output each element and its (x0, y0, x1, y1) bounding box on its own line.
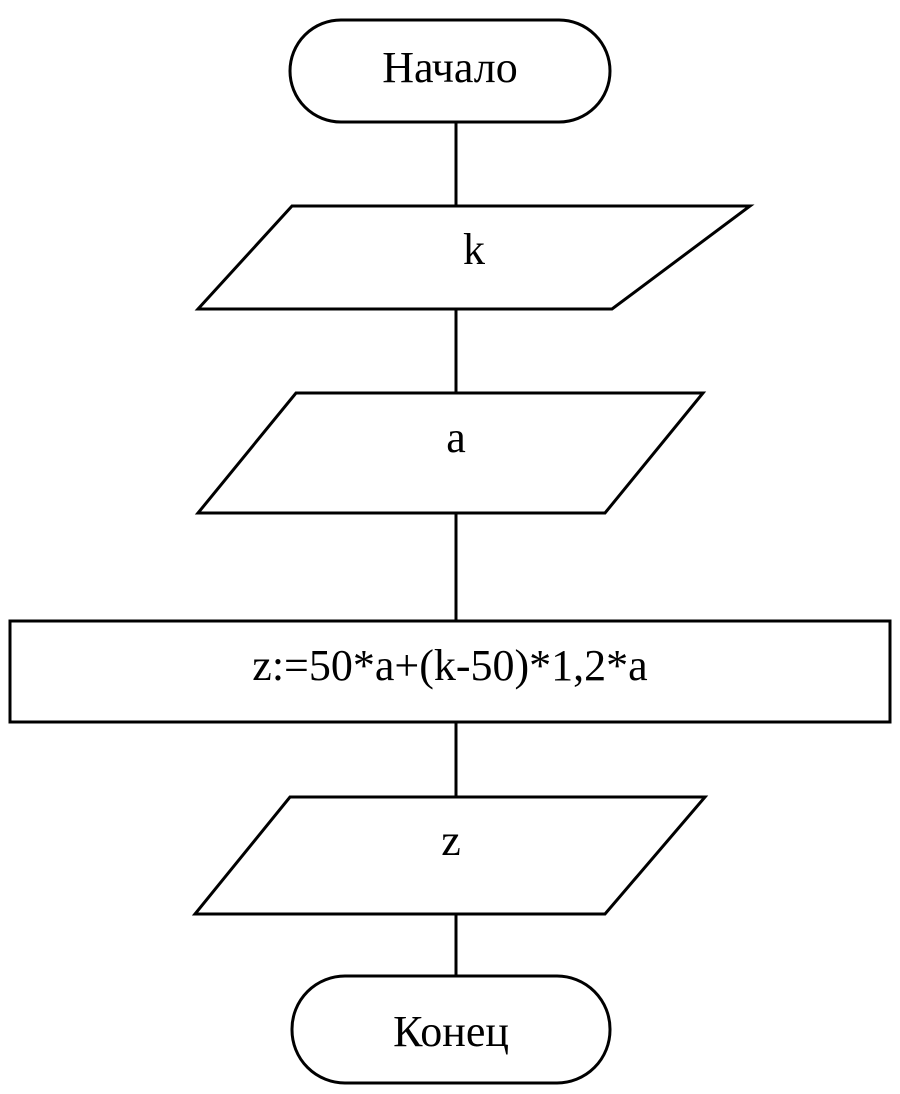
input-k-block: k (194, 204, 755, 311)
input-k-label: k (463, 225, 485, 274)
input-a-label: a (446, 413, 466, 462)
process-block: z:=50*a+(k-50)*1,2*a (8, 619, 892, 724)
end-label: Конец (393, 1007, 509, 1056)
end-terminal: Конец (290, 974, 612, 1085)
start-terminal: Начало (288, 18, 612, 124)
process-label: z:=50*a+(k-50)*1,2*a (252, 641, 647, 690)
start-label: Начало (382, 43, 518, 92)
output-z-label: z (441, 816, 461, 865)
output-z-block: z (191, 795, 709, 916)
input-a-block: a (194, 391, 707, 515)
